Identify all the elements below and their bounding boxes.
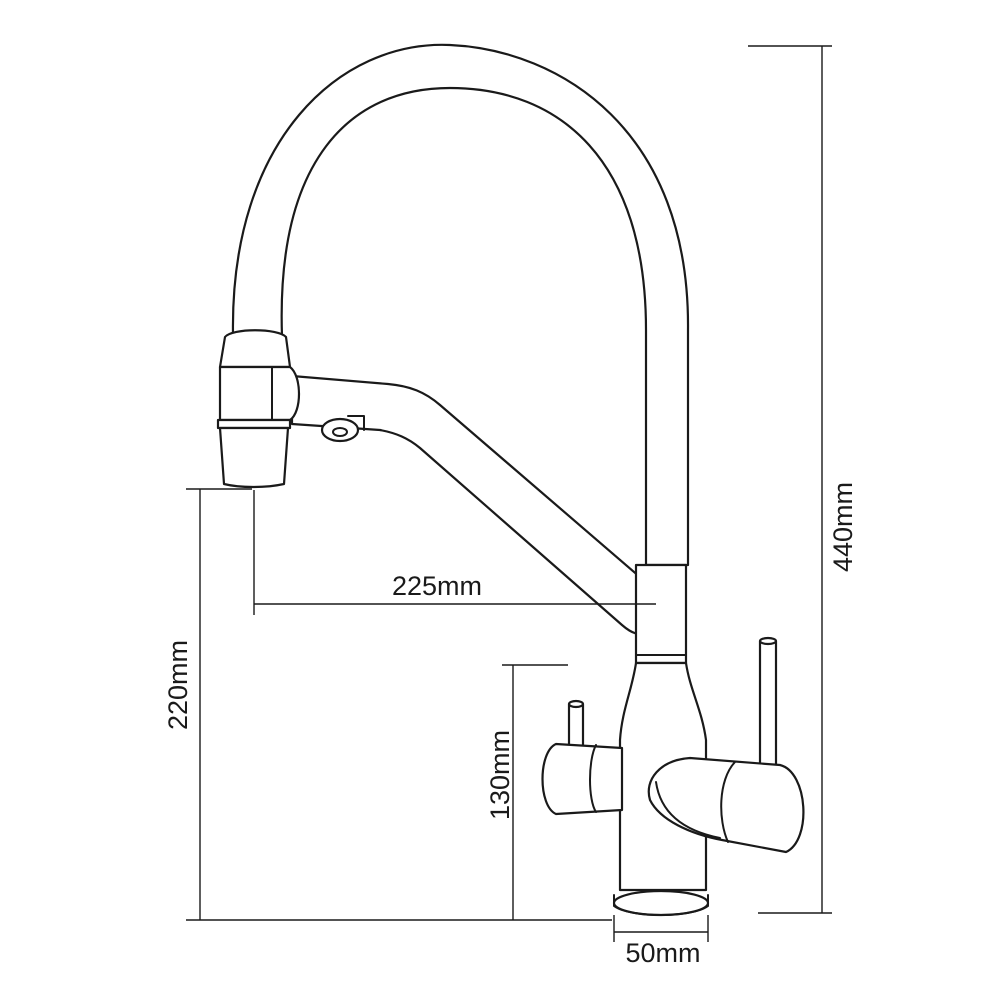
- dimension-base-diameter: 50mm: [613, 915, 709, 968]
- dimension-spout-reach: 225mm: [253, 490, 656, 615]
- flexible-spout-hose: [231, 43, 690, 567]
- dimension-handle-height: 130mm: [485, 664, 568, 920]
- dimension-label-220: 220mm: [163, 640, 193, 730]
- dimension-label-50: 50mm: [625, 938, 700, 968]
- dimension-label-225: 225mm: [392, 571, 482, 601]
- dimension-spout-height: 220mm: [163, 488, 612, 921]
- spray-head: [216, 329, 300, 489]
- dimension-total-height: 440mm: [748, 45, 858, 914]
- left-handle: [541, 699, 624, 816]
- dimension-label-440: 440mm: [828, 482, 858, 572]
- dimension-label-130: 130mm: [485, 730, 515, 820]
- right-handle: [647, 636, 805, 854]
